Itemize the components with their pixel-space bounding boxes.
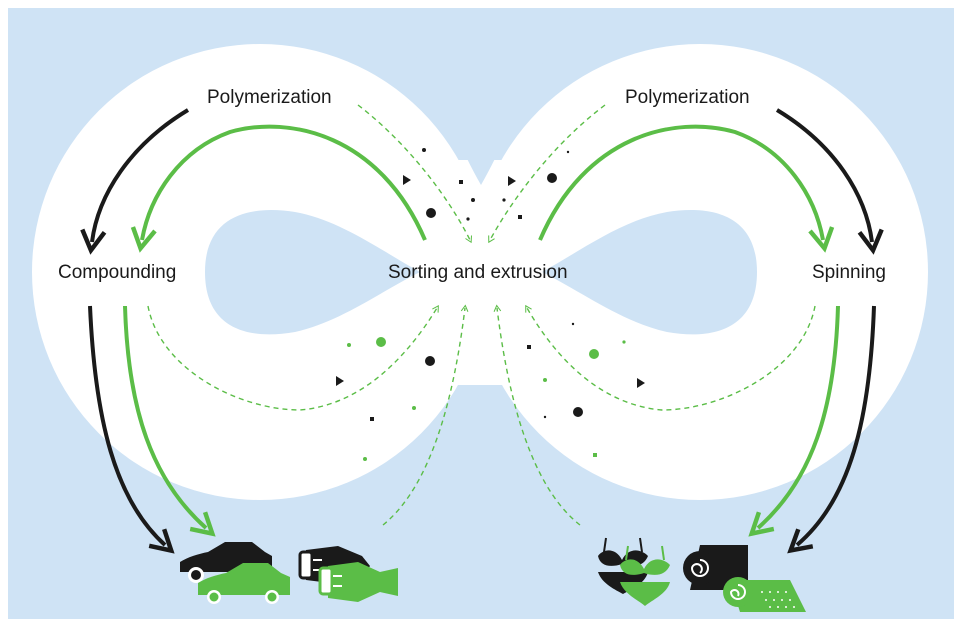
arrow-polymerization-to-spinning-black [775,108,884,255]
infinity-loop [32,8,928,619]
label-polymerization-left: Polymerization [207,87,332,108]
arrow-spinning-to-products-black [787,305,876,554]
arrow-compounding-to-products-green [123,305,216,537]
label-spinning: Spinning [812,262,886,283]
fabric-roll-icon [683,545,806,612]
label-polymerization-right: Polymerization [625,87,750,108]
label-compounding: Compounding [58,262,177,283]
arrow-sorting-to-compounding-green [130,124,427,253]
arrow-compounding-to-products-black [88,305,175,554]
particles [336,148,645,461]
plug-icon [298,546,398,602]
swimwear-icon [598,537,670,606]
label-sorting-extrusion: Sorting and extrusion [388,262,568,283]
arrow-polymerization-to-compounding-black [80,108,190,255]
dashed-return-arrows [147,104,816,526]
arrow-sorting-to-spinning-green [538,124,835,253]
arrow-spinning-to-products-green [748,305,840,537]
car-icon [180,542,290,604]
